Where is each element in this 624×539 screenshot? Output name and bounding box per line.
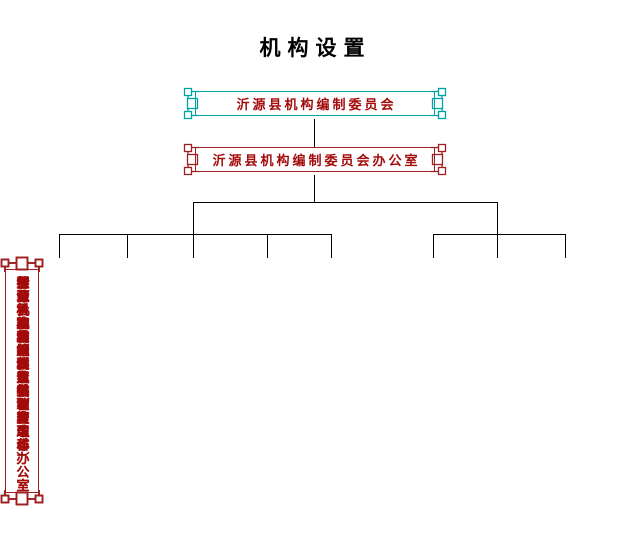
connector-line: [331, 234, 332, 258]
connector-line: [59, 234, 60, 258]
org-branch-label: 行政机构编制科: [14, 276, 30, 371]
org-office-label: 沂源县机构编制委员会办公室: [212, 153, 421, 168]
connector-line: [127, 234, 128, 258]
org-root-frame: 沂源县机构编制委员会: [195, 91, 435, 116]
org-office-box: 沂源县机构编制委员会办公室: [183, 143, 447, 176]
page-title: 机构设置: [259, 37, 372, 60]
org-branch-label: 沂源县政府行政审批制度改革办公室: [14, 276, 30, 492]
org-branch-label: 沂源县事业单位监督管理局: [14, 276, 30, 438]
connector-line: [314, 119, 315, 147]
connector-line: [267, 234, 268, 258]
connector-line: [497, 202, 498, 258]
connector-line: [193, 202, 194, 258]
frame-ornament-icon: [0, 490, 44, 506]
org-branch-label: 监督检查科（人员编制管理科）: [14, 276, 30, 465]
org-branch-label: 事业机构编制科: [14, 276, 30, 371]
org-office-frame: 沂源县机构编制委员会办公室: [195, 147, 435, 172]
connector-line: [314, 175, 315, 203]
org-branch-box: 沂源县事业单位绩效考核工作办公室: [0, 256, 44, 506]
org-root-box: 沂源县机构编制委员会: [183, 87, 447, 120]
connector-line: [59, 234, 332, 235]
org-root-label: 沂源县机构编制委员会: [236, 97, 397, 112]
org-branch-label: 沂源县机构编制电子政务中心: [14, 276, 30, 452]
connector-line: [433, 234, 566, 235]
connector-line: [193, 202, 498, 203]
org-branch-label: 综合科（政策法规科）: [14, 276, 30, 411]
connector-line: [565, 234, 566, 258]
connector-line: [433, 234, 434, 258]
org-branch-label: 沂源县事业单位绩效考核工作办公室: [14, 276, 30, 492]
